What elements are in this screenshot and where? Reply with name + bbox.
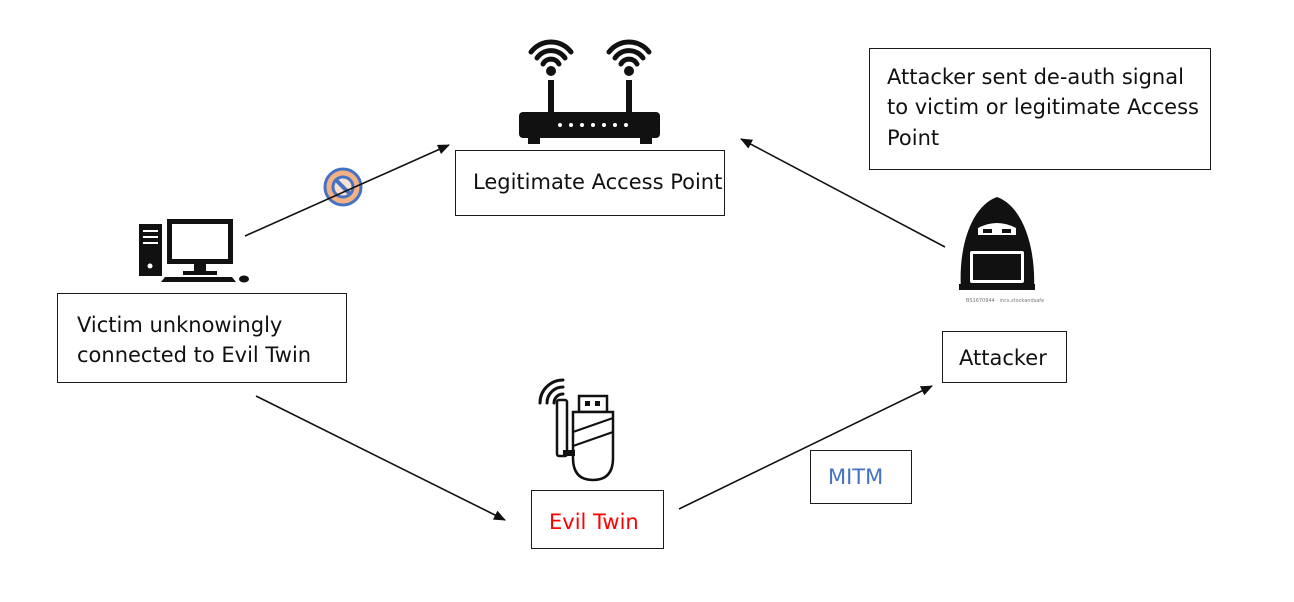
note-line-2: to victim or legitimate Access bbox=[887, 95, 1199, 120]
note-line-3: Point bbox=[887, 125, 940, 150]
mitm-label: MITM bbox=[828, 465, 884, 489]
victim-label-line-1: Victim unknowingly bbox=[77, 313, 283, 337]
arrow-victim-to-evil-twin bbox=[255, 395, 506, 521]
evil-twin-node: Evil Twin bbox=[531, 490, 664, 549]
mitm-label-box: MITM bbox=[810, 450, 912, 504]
evil-twin-label: Evil Twin bbox=[549, 510, 639, 534]
victim-label-line-2: connected to Evil Twin bbox=[77, 343, 312, 368]
attacker-label: Attacker bbox=[959, 346, 1047, 370]
hacker-icon-caption: BS1670944 · incs.stockandsafe bbox=[966, 298, 1045, 304]
desktop-computer-icon bbox=[139, 219, 249, 283]
attacker-node: Attacker bbox=[942, 331, 1067, 383]
note-box: Attacker sent de-auth signal to victim o… bbox=[869, 48, 1211, 170]
arrow-victim-to-legit-ap bbox=[244, 144, 450, 237]
victim-node: Victim unknowingly connected to Evil Twi… bbox=[57, 293, 347, 383]
arrow-attacker-to-legit-ap bbox=[740, 138, 946, 248]
usb-wifi-adapter-icon bbox=[538, 378, 615, 482]
legit-ap-label: Legitimate Access Point bbox=[473, 170, 723, 194]
hooded-hacker-icon bbox=[959, 197, 1035, 290]
legit-ap-node: Legitimate Access Point bbox=[455, 150, 725, 216]
note-line-1: Attacker sent de-auth signal bbox=[887, 65, 1184, 89]
router-icon bbox=[519, 39, 660, 144]
arrow-evil-twin-to-attacker bbox=[678, 385, 933, 510]
